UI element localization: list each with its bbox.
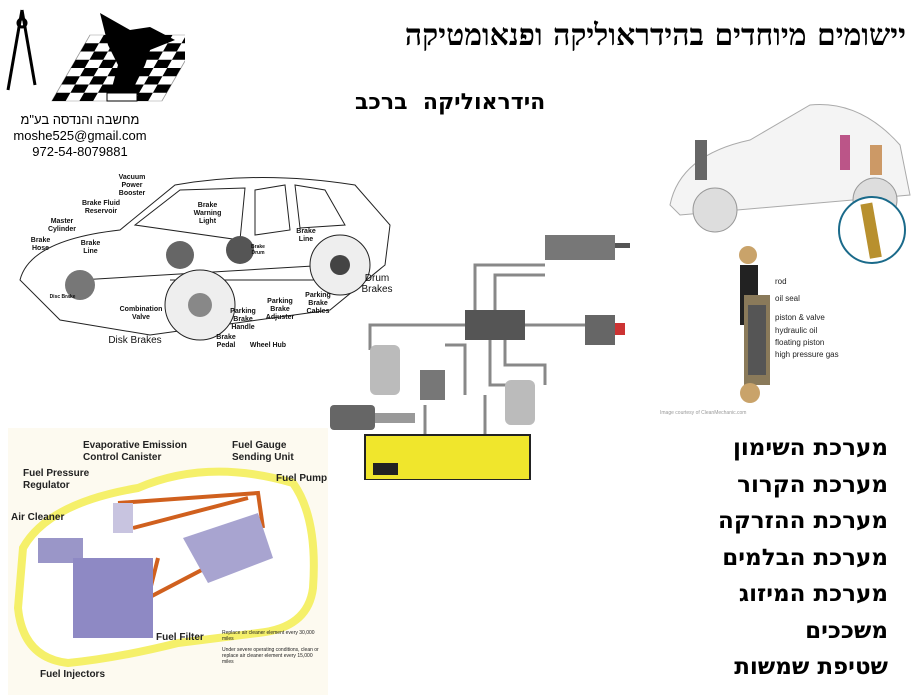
checker-square	[79, 92, 98, 102]
label: Master Cylinder	[47, 218, 76, 233]
label: Fuel Injectors	[40, 669, 106, 680]
label: rod	[775, 277, 787, 286]
label: Wheel Hub	[249, 342, 287, 349]
systems-list: מערכת השימון מערכת הקרור מערכת ההזרקה מע…	[718, 430, 888, 686]
fuel-system-diagram: Evaporative Emission Control Canister Fu…	[8, 428, 328, 695]
system-item: מערכת הקרור	[737, 471, 888, 498]
note: Replace air cleaner element every 30,000…	[222, 630, 315, 642]
brake-system-diagram: Vacuum Power Booster Brake Fluid Reservo…	[0, 170, 400, 355]
label: Parking Brake Cables	[305, 292, 331, 315]
system-item: מערכת הבלמים	[722, 544, 888, 571]
checker-square	[162, 68, 181, 77]
system-item: משככים	[805, 617, 888, 644]
label: Parking Brake Handle	[230, 308, 256, 331]
checker-square	[98, 59, 117, 69]
system-item: מערכת השימון	[732, 435, 888, 461]
drum-brakes-label: Drum Brakes	[361, 273, 393, 295]
label: Brake Line	[80, 240, 101, 255]
checker-square	[89, 51, 108, 60]
email: moshe525@gmail.com	[13, 128, 147, 143]
label: Brake Fluid Reservoir	[81, 200, 121, 215]
label: Air Cleaner	[11, 512, 65, 523]
subtitle: הידראוליקה ברכב	[355, 90, 546, 115]
label: Combination Valve	[119, 306, 163, 321]
checker-square	[144, 51, 163, 60]
label: Brake Drum	[251, 244, 265, 256]
checker-square	[152, 84, 172, 93]
label: Fuel Pressure Regulator	[23, 468, 90, 491]
logo-image	[6, 9, 185, 102]
label: Fuel Pump	[276, 473, 328, 484]
label: hydraulic oil	[775, 326, 818, 335]
contact-info: מחשבה והנדסה בע"מ moshe525@gmail.com 972…	[0, 112, 160, 160]
checker-square	[61, 76, 80, 85]
label: Brake Hose	[30, 237, 51, 252]
system-item: מערכת המיזוג	[738, 581, 888, 607]
page-title: יישומים מיוחדים בהידראוליקה ופנאומטיקה	[404, 18, 906, 53]
note: Under severe operating conditions, clean…	[222, 647, 319, 665]
label: Brake Line	[296, 228, 316, 243]
label: Brake Pedal	[216, 334, 236, 349]
label: oil seal	[775, 294, 800, 303]
hydraulic-circuit-diagram	[330, 235, 630, 480]
image-credit: Image courtesy of CleanMechanic.com	[660, 410, 747, 416]
label: floating piston	[775, 338, 825, 347]
system-item: מערכת ההזרקה	[718, 508, 888, 534]
suspension-car-image	[669, 104, 911, 264]
label: high pressure gas	[775, 350, 839, 359]
label: Disc Brake	[49, 294, 76, 300]
disk-brakes-label: Disk Brakes	[108, 335, 162, 346]
shock-absorber-diagram: rod oil seal piston & valve hydraulic oi…	[660, 240, 910, 420]
checker-square	[153, 59, 172, 69]
checker-square	[51, 92, 71, 102]
label: Fuel Filter	[156, 632, 204, 643]
checker-square	[88, 76, 108, 85]
checker-square	[79, 68, 99, 77]
checker-square	[80, 43, 99, 52]
checker-square	[70, 59, 90, 69]
checker-square	[171, 51, 185, 60]
system-item: שטיפת שמשות	[734, 654, 888, 680]
label: Evaporative Emission Control Canister	[83, 440, 187, 463]
label: Parking Brake Adjuster	[265, 298, 295, 321]
checker-square	[70, 84, 89, 93]
label: Brake Warning Light	[193, 202, 222, 225]
label: piston & valve	[775, 313, 825, 322]
label: Fuel Gauge Sending Unit	[232, 440, 294, 463]
checker-square	[162, 43, 182, 52]
phone: 972-54-8079881	[32, 144, 128, 159]
label: Vacuum Power Booster	[118, 174, 146, 197]
company-name: מחשבה והנדסה בע"מ	[20, 112, 140, 127]
checker-square	[143, 76, 163, 85]
